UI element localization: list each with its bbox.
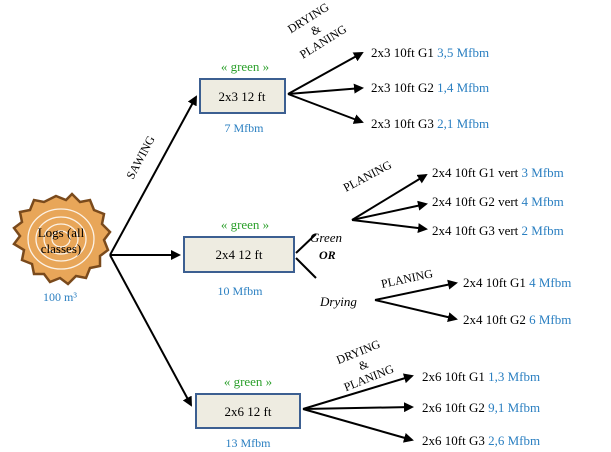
log-label-line1: Logs (all bbox=[38, 225, 85, 240]
mid-dry-product-1: 2x4 10ft G1 4 Mfbm bbox=[463, 275, 571, 290]
box-2x3-label: 2x3 12 ft bbox=[219, 89, 266, 104]
top-product-3: 2x3 10ft G3 2,1 Mfbm bbox=[371, 116, 489, 131]
box-2x6-volume: 13 Mfbm bbox=[226, 436, 272, 450]
log-icon bbox=[12, 192, 112, 286]
drying-route-label: Drying bbox=[319, 294, 357, 309]
top-branch-arrows bbox=[287, 52, 364, 124]
box-2x6 bbox=[195, 393, 301, 429]
bottom-process-label: DRYING & PLANING bbox=[334, 337, 396, 395]
mid-branch-arrows bbox=[295, 173, 458, 323]
bottom-branch-arrows bbox=[302, 373, 414, 443]
log-volume: 100 m³ bbox=[43, 290, 77, 304]
box-2x3 bbox=[199, 78, 286, 114]
top-product-1: 2x3 10ft G1 3,5 Mfbm bbox=[371, 45, 489, 60]
green-tag-2x6: « green » bbox=[224, 374, 272, 389]
sawing-label: SAWING bbox=[123, 133, 158, 181]
bottom-product-3: 2x6 10ft G3 2,6 Mfbm bbox=[422, 433, 540, 448]
mid-green-product-1: 2x4 10ft G1 vert 3 Mfbm bbox=[432, 165, 564, 180]
green-tag-2x4: « green » bbox=[221, 217, 269, 232]
bottom-product-1: 2x6 10ft G1 1,3 Mfbm bbox=[422, 369, 540, 384]
mid-green-product-3: 2x4 10ft G3 vert 2 Mfbm bbox=[432, 223, 564, 238]
arrow-to-2x3 bbox=[109, 95, 197, 256]
box-2x4 bbox=[183, 236, 295, 273]
planing-label-green: PLANING bbox=[341, 157, 394, 194]
green-route-label: Green bbox=[310, 230, 342, 245]
box-2x4-volume: 10 Mfbm bbox=[218, 284, 264, 298]
green-tag-2x3: « green » bbox=[221, 59, 269, 74]
mid-dry-product-2: 2x4 10ft G2 6 Mfbm bbox=[463, 312, 571, 327]
svg-text:DRYING: DRYING bbox=[285, 0, 332, 36]
box-2x3-volume: 7 Mfbm bbox=[225, 121, 265, 135]
box-2x6-label: 2x6 12 ft bbox=[225, 404, 272, 419]
arrow-to-2x6 bbox=[109, 254, 192, 407]
mid-green-product-2: 2x4 10ft G2 vert 4 Mfbm bbox=[432, 194, 564, 209]
top-process-label: DRYING & PLANING bbox=[285, 0, 349, 62]
sawing-arrows bbox=[109, 95, 197, 407]
top-product-2: 2x3 10ft G2 1,4 Mfbm bbox=[371, 80, 489, 95]
planing-label-dry: PLANING bbox=[380, 266, 435, 291]
box-2x4-label: 2x4 12 ft bbox=[216, 247, 263, 262]
or-label: OR bbox=[319, 248, 336, 262]
bottom-product-2: 2x6 10ft G2 9,1 Mfbm bbox=[422, 400, 540, 415]
log-label-line2: classes) bbox=[41, 241, 81, 256]
